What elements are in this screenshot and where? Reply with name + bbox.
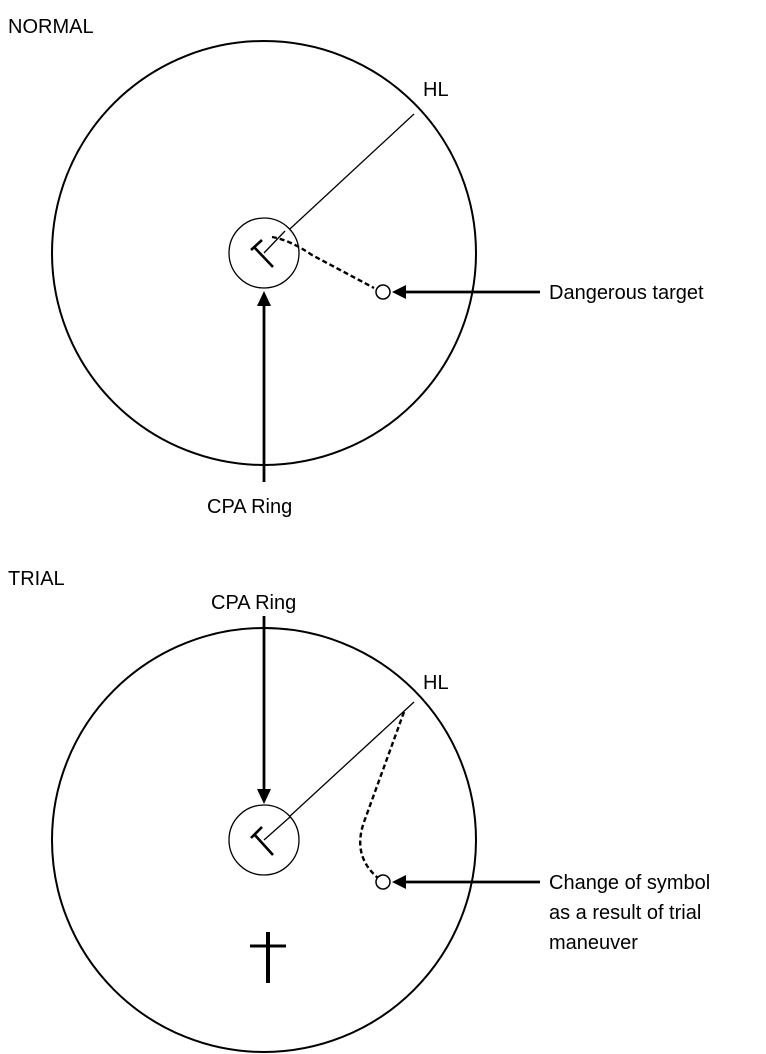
- trial-panel: TRIAL CPA Ring HL Change of symbol as a …: [8, 568, 716, 1053]
- trial-hl-label: HL: [423, 672, 449, 694]
- trial-target-label-line-3: maneuver: [549, 932, 638, 954]
- normal-target-label: Dangerous target: [549, 282, 704, 304]
- normal-target-arrowhead: [392, 285, 406, 299]
- normal-section-title: NORMAL: [8, 16, 94, 38]
- trial-target-vector: [359, 711, 406, 879]
- normal-cpa-label: CPA Ring: [207, 496, 292, 518]
- normal-hl-label: HL: [423, 79, 449, 101]
- normal-panel: NORMAL HL Dangerous target CPA Ring: [8, 16, 704, 518]
- trial-target-label-line-2: as a result of trial: [549, 902, 701, 924]
- trial-cpa-arrowhead: [257, 789, 271, 804]
- trial-target-symbol: [375, 874, 391, 890]
- normal-target-vector: [271, 235, 375, 290]
- trial-cpa-label: CPA Ring: [211, 592, 296, 614]
- trial-target-arrowhead: [392, 875, 406, 889]
- normal-own-ship-symbol: [250, 239, 274, 268]
- normal-dangerous-target-symbol: [375, 284, 391, 300]
- trial-cross-mark: [250, 932, 286, 983]
- trial-heading-line-inner: [263, 816, 291, 841]
- trial-target-label-line-1: Change of symbol: [549, 872, 710, 894]
- trial-own-ship-symbol: [250, 826, 274, 856]
- trial-section-title: TRIAL: [8, 568, 65, 590]
- normal-heading-line-inner: [263, 230, 286, 254]
- trial-target-label: Change of symbol as a result of trial ma…: [549, 872, 716, 954]
- normal-cpa-arrowhead: [257, 291, 271, 306]
